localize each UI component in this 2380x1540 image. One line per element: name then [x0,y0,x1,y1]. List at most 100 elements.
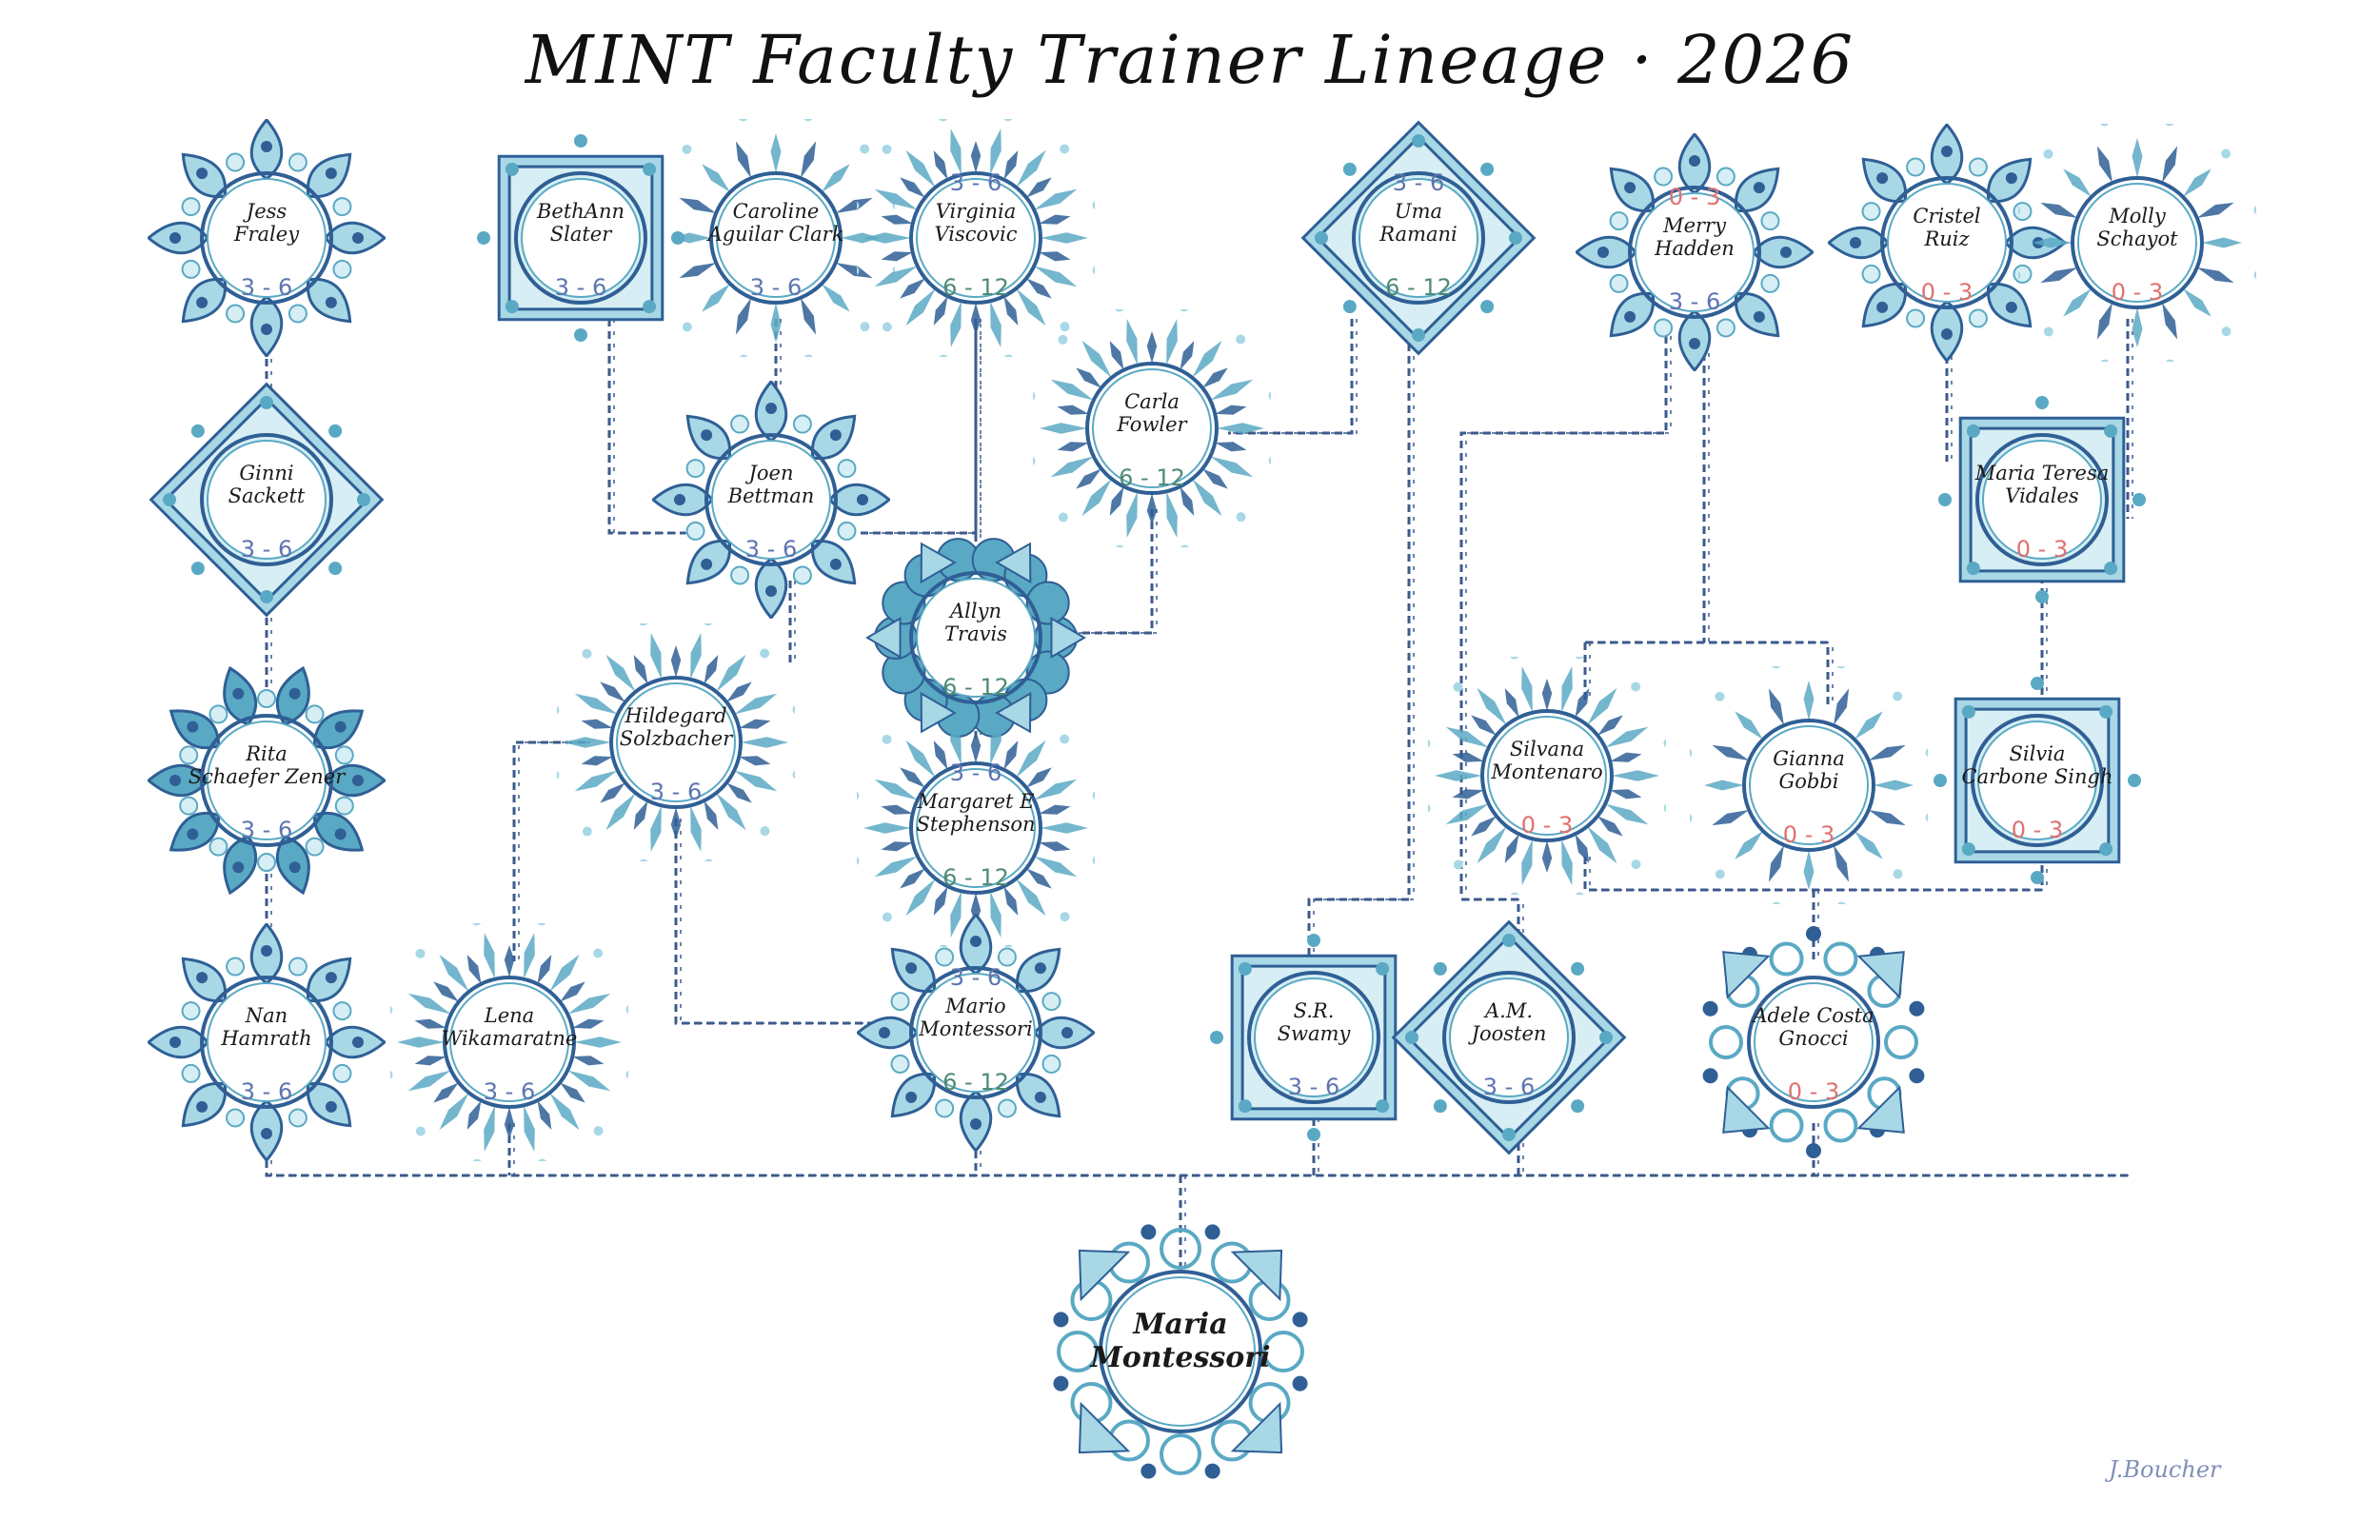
trainer-name-line: Nan [245,1004,288,1027]
training-level: 3 - 6 [949,759,1002,786]
trainer-name-line: Hadden [1655,237,1735,261]
training-level: 6 - 12 [1385,273,1452,301]
training-level: 3 - 6 [240,816,293,843]
training-level: 0 - 3 [2111,278,2164,306]
trainer-name-line: Gobbi [1778,770,1839,794]
medallion-ornament [657,119,895,357]
trainer-name-line: Montenaro [1491,760,1603,784]
medallion-ornament [557,623,795,861]
training-level: 3 - 6 [1392,168,1445,196]
trainer-name-line: Montessori [919,1017,1033,1041]
training-level: 0 - 3 [2015,535,2069,563]
medallion-ornament [857,914,1095,1152]
trainer-name-line: Sackett [228,484,306,508]
trainer-name-line: Wikamaratne [441,1027,578,1051]
trainer-name-line: Slater [549,223,612,247]
trainer-name-line: Schayot [2096,227,2178,251]
trainer-name-line: Uma [1394,200,1443,223]
trainer-name-line: Carla [1124,390,1180,413]
medallion-ornament [1702,926,1925,1158]
medallion-ornament [1428,657,1666,895]
trainer-name-line: Adele Costa [1753,1004,1874,1027]
trainer-name-line: Solzbacher [619,727,733,751]
medallion-ornament [1690,666,1928,904]
medallion-ornament [857,119,1095,357]
training-level: 6 - 12 [942,273,1009,301]
trainer-name-line: Margaret E [917,790,1035,813]
trainer-name-line: Merry [1663,214,1726,237]
training-level: 6 - 12 [942,863,1009,891]
medallion-ornament [2018,124,2256,362]
trainer-name-line: Silvia [2009,742,2066,765]
trainer-name-line: Lena [484,1004,535,1027]
trainer-name-line: Ginni [239,462,294,484]
trainer-name-line: Joosten [1471,1022,1547,1046]
medallion-ornament [1576,133,1814,371]
trainer-name-line: Virginia [935,200,1017,223]
training-level: 3 - 6 [949,963,1002,991]
training-level: 0 - 3 [1782,820,1835,848]
training-level: 6 - 12 [1119,464,1185,491]
training-level: 0 - 3 [1668,183,1721,210]
medallion-ornament [652,381,890,619]
trainer-name-line: Rita [246,742,288,765]
trainer-name-line: Cristel [1913,205,1981,227]
training-level: 3 - 6 [744,535,798,563]
connector-line [1228,319,1354,435]
connector-line [512,740,585,961]
trainer-name-line: Molly [2109,205,2166,227]
connector-line [1057,509,1154,635]
connector-line [857,319,978,535]
medallion-ornament [1934,677,2141,884]
diagram-title: MINT Faculty Trainer Lineage · 2026 [525,21,1855,99]
artist-signature: J.Boucher [2109,1456,2221,1483]
trainer-name-line: Ruiz [1924,227,1970,251]
trainer-name-line: Hamrath [221,1027,312,1051]
training-level: 3 - 6 [749,273,803,301]
training-level: 3 - 6 [240,273,293,301]
trainer-name: S.R.Swamy [1195,999,1433,1045]
training-level: 3 - 6 [483,1077,536,1105]
training-level: 0 - 3 [1920,278,1973,306]
connector-line-inner [1061,509,1158,634]
training-level: 3 - 6 [1287,1073,1340,1100]
training-level: 3 - 6 [240,535,293,563]
medallion-ornament [148,923,386,1161]
training-level: 0 - 3 [1520,811,1574,839]
training-level: 3 - 6 [554,273,607,301]
training-level: 0 - 3 [1787,1077,1840,1105]
medallion-ornament [1033,309,1271,547]
trainer-name-line: Stephenson [916,813,1036,837]
